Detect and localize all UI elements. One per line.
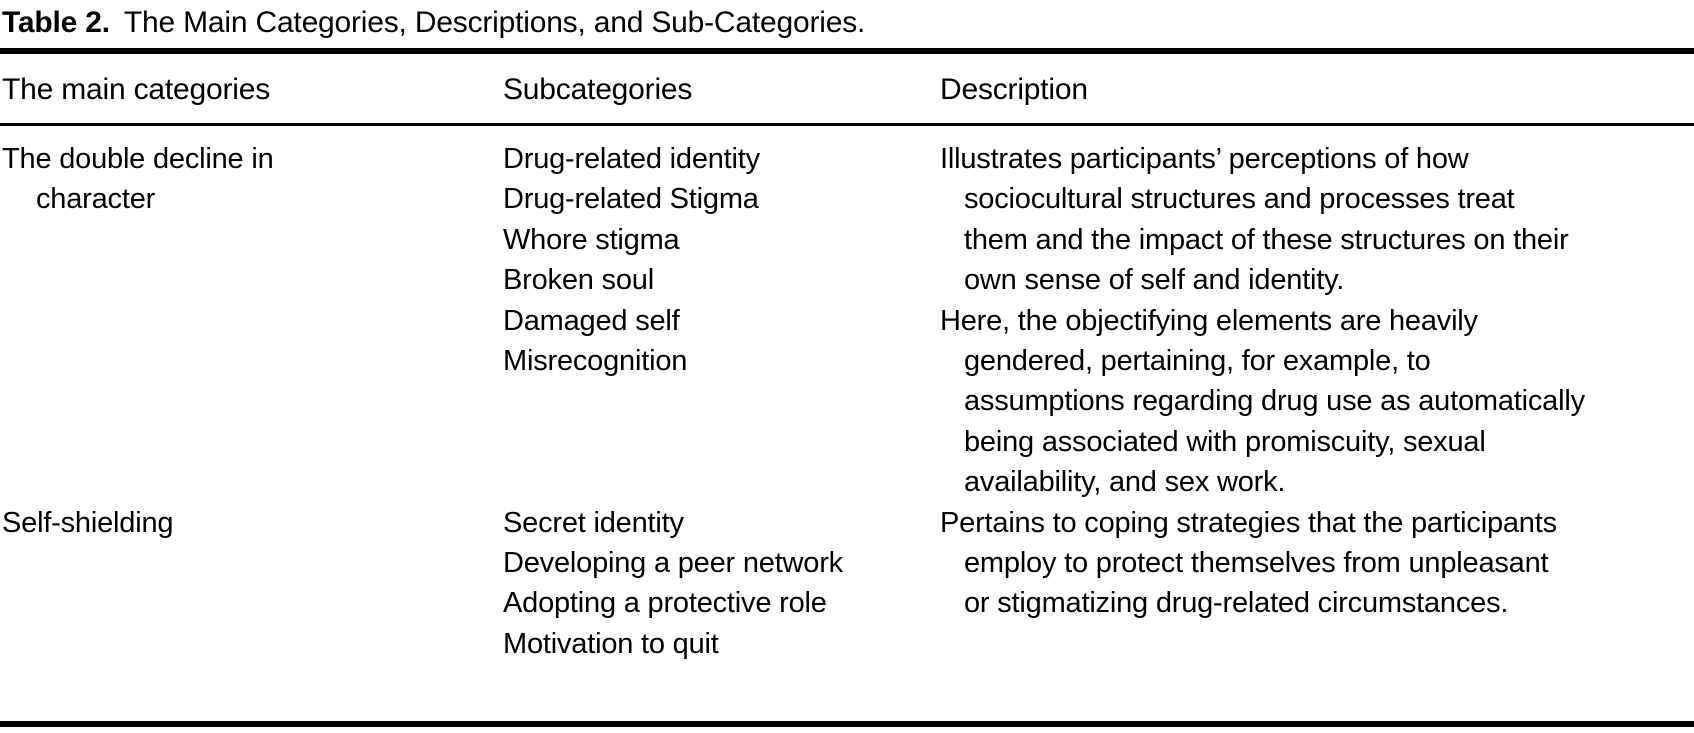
description-text-line: employ to protect themselves from unplea… <box>964 547 1549 580</box>
column-header-description: Description <box>940 73 1088 106</box>
subcategory-item: Developing a peer network <box>503 547 843 580</box>
cell-main-category: Self-shielding <box>2 503 503 665</box>
description-text-line: own sense of self and identity. <box>964 264 1345 297</box>
table-caption-label: Table 2. <box>2 6 110 39</box>
cell-description: Illustrates participants’ perceptions of… <box>940 139 1694 503</box>
cell-subcategories: Secret identity Developing a peer networ… <box>503 503 940 665</box>
description-text-line: assumptions regarding drug use as automa… <box>964 385 1585 418</box>
top-rule <box>0 48 1694 54</box>
column-header-main-categories: The main categories <box>2 73 271 106</box>
table-row: Self-shielding Secret identity Developin… <box>0 503 1694 665</box>
description-text-line: or stigmatizing drug-related circumstanc… <box>964 587 1509 620</box>
description-text-line: Illustrates participants’ perceptions of… <box>940 143 1469 175</box>
header-rule <box>0 123 1694 126</box>
category-text-line: character <box>36 183 156 216</box>
description-text-line: sociocultural structures and processes t… <box>964 183 1515 216</box>
category-text-line: Self-shielding <box>2 506 174 539</box>
table-header-row: The main categories Subcategories Descri… <box>0 54 1694 106</box>
table-caption: Table 2. The Main Categories, Description… <box>0 0 1694 42</box>
subcategory-item: Adopting a protective role <box>503 587 827 620</box>
subcategory-item: Whore stigma <box>503 223 680 256</box>
table-body: The double decline in character Drug-rel… <box>0 126 1694 664</box>
subcategory-item: Secret identity <box>503 506 684 539</box>
description-text-line: Pertains to coping strategies that the p… <box>940 506 1557 539</box>
subcategory-item: Drug-related identity <box>503 143 760 175</box>
description-text-line: gendered, pertaining, for example, to <box>964 345 1431 378</box>
cell-description: Pertains to coping strategies that the p… <box>940 503 1694 665</box>
description-text-line: them and the impact of these structures … <box>964 223 1569 256</box>
table-caption-text: The Main Categories, Descriptions, and S… <box>123 6 866 39</box>
cell-subcategories: Drug-related identity Drug-related Stigm… <box>503 139 940 503</box>
description-text-line: availability, and sex work. <box>964 466 1286 499</box>
column-header-subcategories: Subcategories <box>503 73 693 106</box>
category-text-line: The double decline in <box>2 143 274 175</box>
subcategory-item: Misrecognition <box>503 345 688 378</box>
cell-main-category: The double decline in character <box>2 139 503 503</box>
subcategory-item: Drug-related Stigma <box>503 183 759 216</box>
subcategory-item: Damaged self <box>503 304 680 337</box>
description-text-line: Here, the objectifying elements are heav… <box>940 304 1478 337</box>
subcategory-item: Motivation to quit <box>503 627 719 660</box>
description-text-line: being associated with promiscuity, sexua… <box>964 425 1486 458</box>
bottom-rule <box>0 721 1694 727</box>
subcategory-item: Broken soul <box>503 264 654 297</box>
table-row: The double decline in character Drug-rel… <box>0 139 1694 503</box>
